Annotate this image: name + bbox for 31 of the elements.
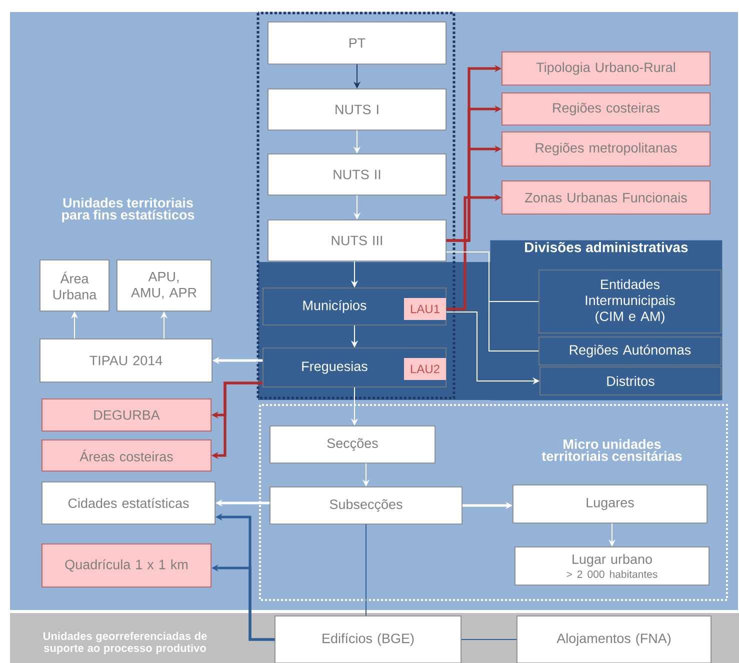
lau-tag: LAU2 (404, 358, 446, 380)
derived-unit-box: Zonas Urbanas Funcionais (502, 180, 710, 214)
unit-box: Lugar urbano > 2 000 habitantes (514, 546, 710, 586)
derived-unit-box: Quadrícula 1 x 1 km (42, 544, 212, 588)
unit-box: NUTS I (268, 88, 446, 130)
unit-box: PT (268, 22, 446, 64)
derived-unit-box: Tipologia Urbano-Rural (502, 52, 710, 86)
unit-box: Edifícios (BGE) (274, 616, 462, 663)
unit-box: Cidades estatísticas (42, 482, 216, 524)
unit-box: TIPAU 2014 (40, 338, 212, 382)
section-heading: Unidades territoriais para fins estatísticos (62, 198, 194, 222)
derived-unit-box: DEGURBA (42, 398, 212, 432)
unit-box: Subsecções (270, 486, 462, 524)
unit-box: Distritos (540, 366, 722, 396)
unit-box: Entidades Intermunicipais (CIM e AM) (538, 270, 722, 334)
unit-box: Área Urbana (40, 260, 110, 312)
derived-unit-box: Áreas costeiras (42, 440, 212, 472)
unit-box: NUTS II (268, 154, 446, 196)
connector-line (460, 639, 518, 640)
derived-unit-box: Regiões metropolitanas (502, 132, 710, 166)
derived-unit-box: Regiões costeiras (502, 92, 710, 126)
connector-line (446, 252, 540, 352)
unit-box: Regiões Autónomas (538, 336, 722, 366)
unit-box: NUTS III (268, 220, 446, 262)
section-heading: Unidades georreferenciadas de suporte ao processo produtivo (43, 632, 207, 654)
section-heading: Micro unidades territoriais censitárias (542, 439, 682, 461)
lau-tag: LAU1 (404, 298, 446, 320)
unit-box: Secções (270, 426, 436, 464)
unit-box: Lugares (512, 484, 708, 524)
unit-box: APU, AMU, APR (116, 260, 212, 312)
unit-box: Alojamentos (FNA) (516, 616, 712, 663)
